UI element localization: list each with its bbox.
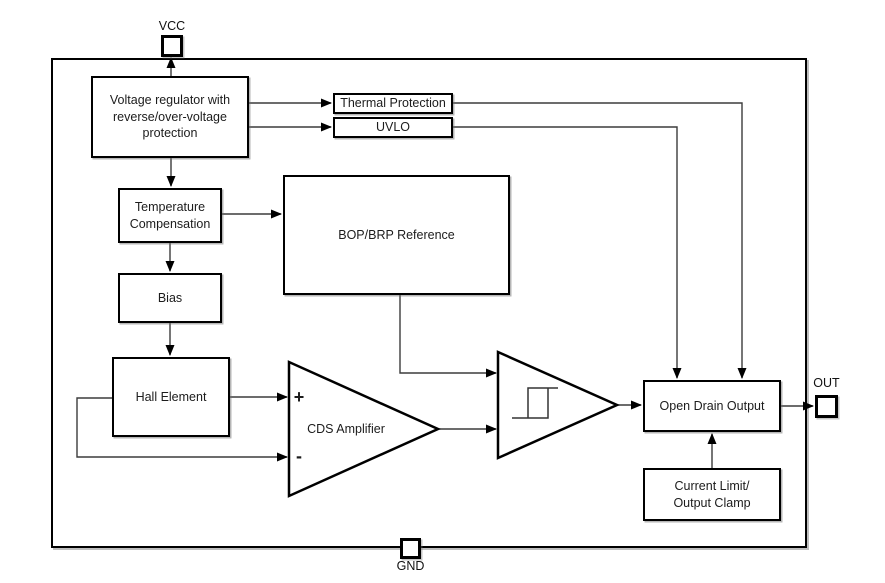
vcc-pin-label: VCC: [158, 19, 186, 33]
hysteresis-icon: [512, 387, 558, 419]
block-voltage-regulator: Voltage regulator with reverse/over-volt…: [91, 76, 249, 158]
block-voltage-regulator-label: Voltage regulator with reverse/over-volt…: [109, 93, 231, 141]
connector-thermal-protection-to-open-drain: [453, 102, 747, 379]
connector-hall-to-cds-minus: [76, 397, 288, 462]
gnd-pin: [400, 538, 421, 559]
block-bop-brp-reference: BOP/BRP Reference: [283, 175, 510, 295]
connector-uvlo-to-open-drain: [453, 126, 682, 379]
block-bias-label: Bias: [157, 290, 183, 305]
connector-bop-brp-to-schmitt: [399, 295, 497, 378]
out-pin: [815, 395, 838, 418]
out-pin-label: OUT: [813, 376, 840, 390]
block-current-limit-output-clamp: Current Limit/ Output Clamp: [643, 468, 781, 521]
block-thermal-protection-label: Thermal Protection: [340, 96, 446, 111]
block-uvlo: UVLO: [333, 117, 453, 138]
block-uvlo-label: UVLO: [375, 120, 411, 135]
block-bop-brp-reference-label: BOP/BRP Reference: [338, 227, 455, 242]
block-thermal-protection: Thermal Protection: [333, 93, 453, 114]
block-hall-element-label: Hall Element: [135, 389, 207, 404]
block-temperature-compensation: Temperature Compensation: [118, 188, 222, 243]
cds-amplifier-label: CDS Amplifier: [307, 422, 385, 436]
cds-amplifier-triangle: [287, 360, 442, 498]
block-temperature-compensation-label: Temperature Compensation: [129, 200, 211, 231]
cds-amplifier-plus-input-label: +: [293, 387, 305, 407]
cds-amplifier-minus-input-label: -: [296, 446, 302, 466]
gnd-pin-label: GND: [396, 559, 425, 573]
block-open-drain-output: Open Drain Output: [643, 380, 781, 432]
block-bias: Bias: [118, 273, 222, 323]
block-open-drain-output-label: Open Drain Output: [659, 398, 765, 413]
block-current-limit-output-clamp-label: Current Limit/ Output Clamp: [673, 479, 751, 510]
ic-boundary: [51, 58, 807, 548]
block-hall-element: Hall Element: [112, 357, 230, 437]
schmitt-trigger-triangle: [496, 350, 621, 460]
vcc-pin: [161, 35, 183, 57]
